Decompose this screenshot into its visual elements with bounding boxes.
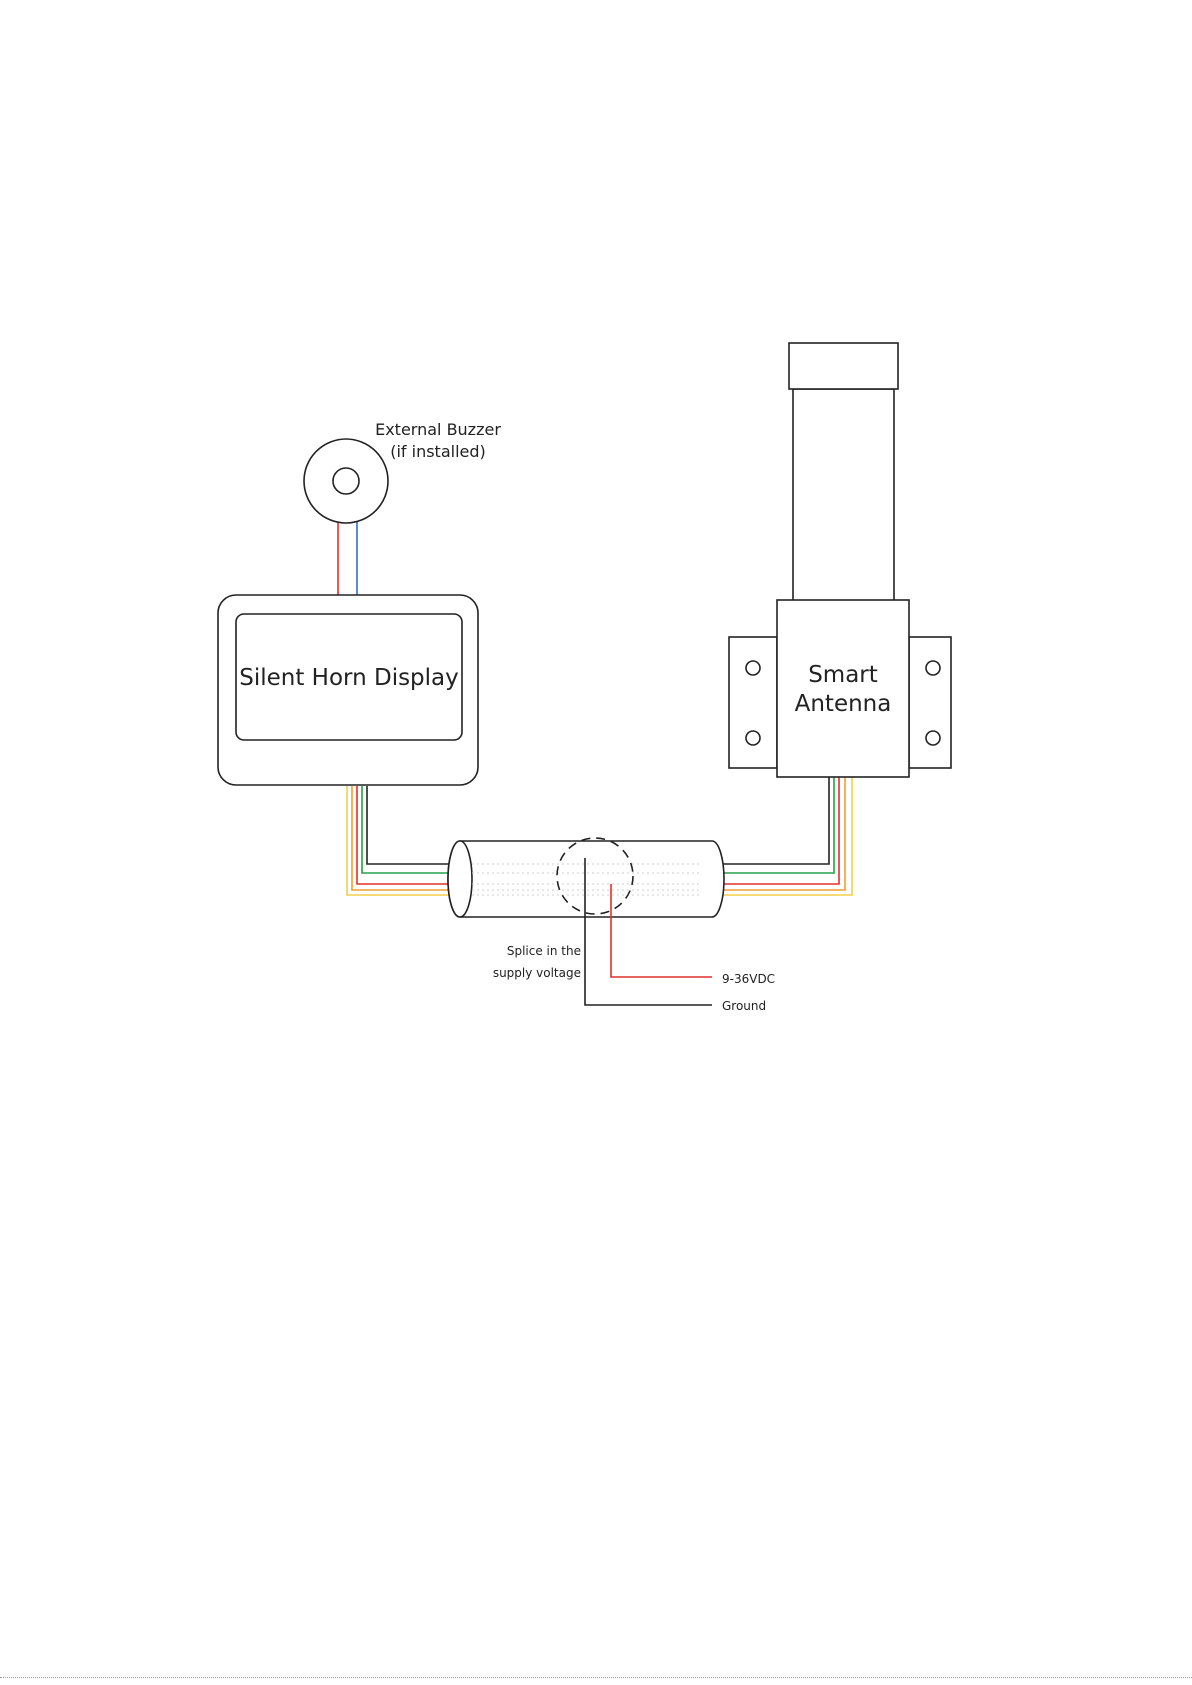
antenna-mast: [793, 389, 894, 601]
bracket-hole-bottom-right: [926, 731, 940, 745]
antenna-left-bracket: [729, 637, 777, 768]
external-buzzer: [304, 439, 388, 523]
display-black-wire: [367, 786, 452, 864]
antenna-label-line1: Smart: [808, 662, 878, 688]
buzzer-label-line1: External Buzzer: [375, 420, 501, 439]
splice-label-line2: supply voltage: [493, 966, 581, 980]
bracket-hole-top-right: [926, 661, 940, 675]
splice-label-line1: Splice in the: [507, 944, 581, 958]
antenna-yellow-wire: [713, 777, 852, 895]
bracket-hole-top-left: [746, 661, 760, 675]
antenna-red-wire: [713, 777, 839, 884]
antenna-label-line2: Antenna: [795, 691, 892, 717]
display-label: Silent Horn Display: [239, 665, 459, 691]
antenna-black-wire: [713, 777, 829, 864]
antenna-cap: [789, 343, 898, 389]
supply-label: 9-36VDC: [722, 972, 775, 986]
ground-label: Ground: [722, 999, 766, 1013]
cable-tube-body: [448, 841, 724, 917]
buzzer-inner-ring: [333, 468, 359, 494]
cable-tube-left-end: [448, 841, 472, 917]
cable-tube: [448, 841, 724, 917]
antenna-base: [777, 600, 909, 777]
page-bottom-rule: [0, 1677, 1192, 1678]
antenna-right-bracket: [909, 637, 951, 768]
display-green-wire: [362, 786, 452, 873]
display-red-wire: [357, 786, 452, 884]
antenna-green-wire: [713, 777, 834, 873]
bracket-hole-bottom-left: [746, 731, 760, 745]
buzzer-label-line2: (if installed): [390, 442, 486, 461]
